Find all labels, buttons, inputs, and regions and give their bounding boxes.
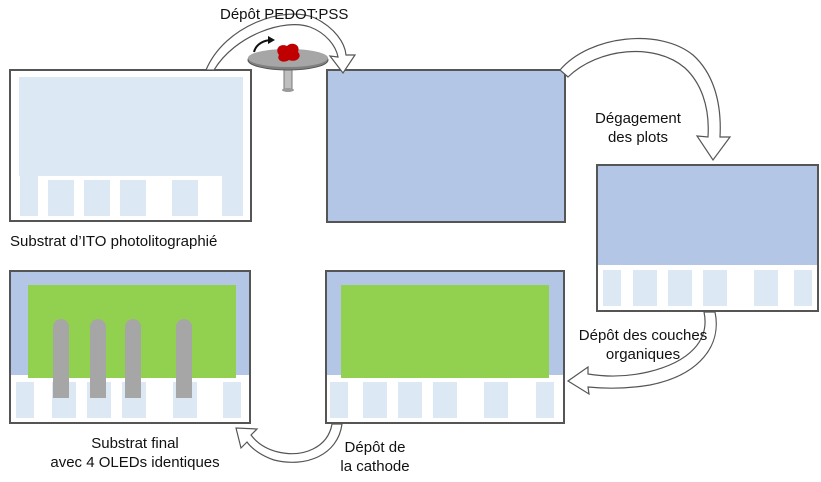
spin-coater-icon (247, 36, 329, 92)
label-ito-substrate: Substrat d’ITO photolitographié (10, 233, 218, 250)
label-degagement-line1: Dégagement (595, 110, 681, 127)
cathode-strip (176, 319, 192, 398)
label-organic-layers-line1: Dépôt des couches (578, 327, 708, 344)
label-final-substrate: Substrat final avec 4 OLEDs identiques (42, 434, 228, 472)
label-degagement-line2: des plots (607, 129, 669, 146)
label-cathode-line2: la cathode (340, 458, 410, 475)
substrate-pedot (326, 69, 566, 223)
arrow-step2-to-step3 (559, 37, 732, 162)
cathode-strip (53, 319, 69, 398)
label-cathode-line1: Dépôt de (344, 439, 406, 456)
substrate-ito (9, 69, 252, 222)
arrow-step1-to-step2 (205, 13, 357, 75)
label-pedot-deposition: Dépôt PEDOT:PSS (220, 6, 349, 23)
cathode-strip (90, 319, 106, 398)
cathode-strip (125, 319, 141, 398)
label-degagement: Dégagement des plots (578, 109, 698, 147)
label-organic-layers-line2: organiques (605, 346, 681, 363)
substrate-final (9, 270, 251, 424)
label-organic-layers: Dépôt des couches organiques (566, 326, 720, 364)
substrate-pads-cleared (596, 164, 819, 312)
arrow-step3-to-step4 (566, 311, 717, 396)
arrow-step4-to-step5 (235, 423, 343, 463)
label-cathode: Dépôt de la cathode (330, 438, 420, 476)
substrate-organic (325, 270, 565, 424)
label-final-substrate-line2: avec 4 OLEDs identiques (50, 454, 220, 471)
label-final-substrate-line1: Substrat final (91, 435, 179, 452)
